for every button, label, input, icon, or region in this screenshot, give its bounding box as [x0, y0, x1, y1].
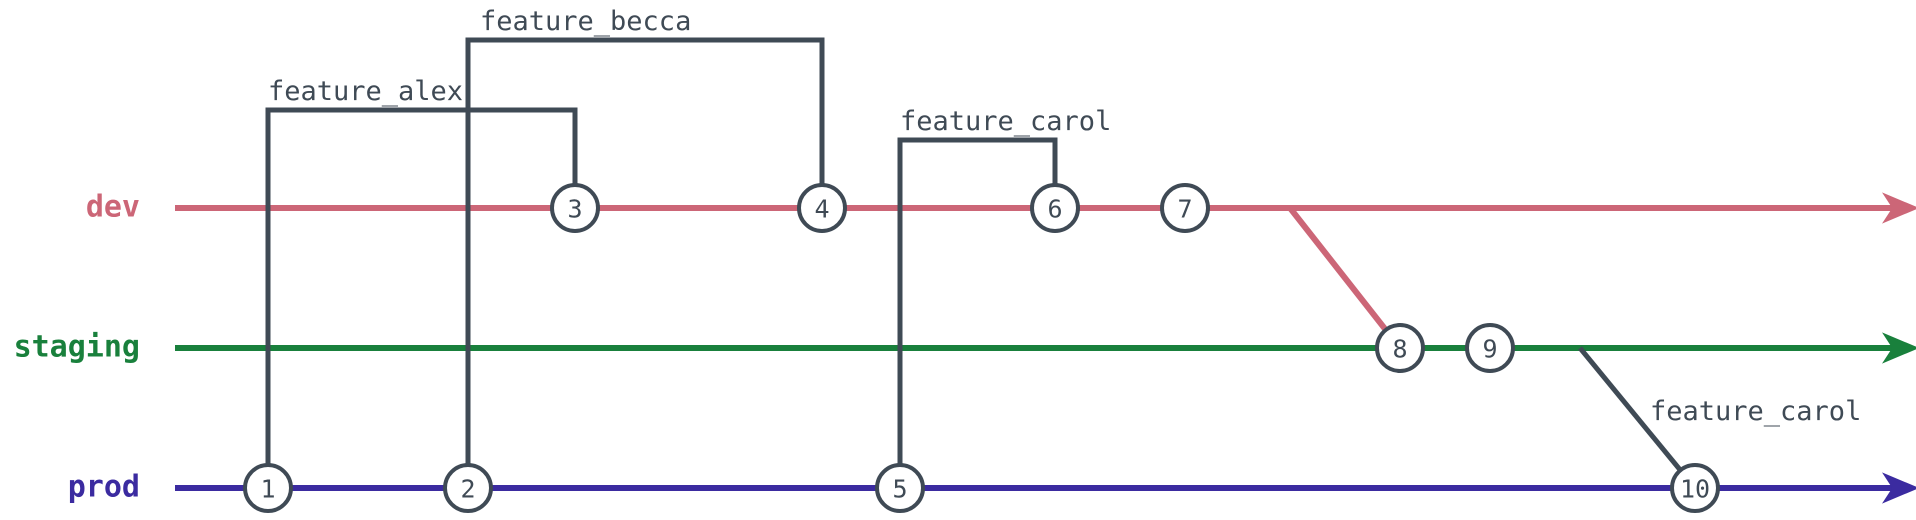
commit-circle[interactable] — [1030, 183, 1080, 233]
branch-label-feature-carol-dev: feature_carol — [900, 106, 1111, 137]
commit-node[interactable]: 1 — [243, 463, 293, 513]
commit-circle[interactable] — [1160, 183, 1210, 233]
merge-paths-group — [1287, 206, 1403, 350]
commit-node[interactable]: 4 — [797, 183, 847, 233]
commit-circle[interactable] — [1670, 463, 1720, 513]
branch-path-feature-alex — [265, 107, 578, 488]
commit-node[interactable]: 6 — [1030, 183, 1080, 233]
commit-number-label: 5 — [892, 475, 907, 504]
merge-path-dev-into-staging — [1287, 206, 1403, 350]
commit-circle[interactable] — [1375, 323, 1425, 373]
commit-number-label: 6 — [1047, 195, 1062, 224]
commit-node[interactable]: 10 — [1670, 463, 1720, 513]
commit-circle[interactable] — [797, 183, 847, 233]
commit-number-label: 9 — [1482, 335, 1497, 364]
commit-node[interactable]: 9 — [1465, 323, 1515, 373]
commit-circle[interactable] — [550, 183, 600, 233]
branch-paths-group — [265, 37, 1697, 490]
commit-circle[interactable] — [443, 463, 493, 513]
branch-labels-group: feature_alex feature_becca feature_carol… — [268, 6, 1861, 427]
branch-path-feature-carol-dev — [897, 137, 1058, 488]
lane-label-prod: prod — [68, 470, 140, 505]
commit-number-label: 10 — [1680, 475, 1710, 504]
lane-labels-group: dev staging prod — [14, 190, 140, 505]
branch-label-feature-becca: feature_becca — [480, 6, 691, 37]
branch-label-feature-alex: feature_alex — [268, 76, 463, 107]
commit-node[interactable]: 3 — [550, 183, 600, 233]
commit-node[interactable]: 7 — [1160, 183, 1210, 233]
lane-lines-group — [175, 192, 1916, 504]
commit-number-label: 1 — [260, 475, 275, 504]
lane-label-dev: dev — [86, 190, 140, 225]
commit-circle[interactable] — [875, 463, 925, 513]
lane-label-staging: staging — [14, 330, 140, 365]
commit-node[interactable]: 2 — [443, 463, 493, 513]
branch-label-feature-carol-prod: feature_carol — [1650, 396, 1861, 427]
branch-path-feature-becca — [465, 37, 825, 488]
commit-number-label: 2 — [460, 475, 475, 504]
commit-number-label: 3 — [567, 195, 582, 224]
commit-circle[interactable] — [1465, 323, 1515, 373]
commit-circle[interactable] — [243, 463, 293, 513]
commit-nodes-group: 1 2 3 4 5 6 7 8 9 10 — [243, 183, 1720, 513]
branch-path-feature-carol-prod — [1578, 346, 1697, 490]
commit-number-label: 8 — [1392, 335, 1407, 364]
commit-number-label: 7 — [1177, 195, 1192, 224]
commit-node[interactable]: 5 — [875, 463, 925, 513]
commit-number-label: 4 — [814, 195, 829, 224]
commit-node[interactable]: 8 — [1375, 323, 1425, 373]
